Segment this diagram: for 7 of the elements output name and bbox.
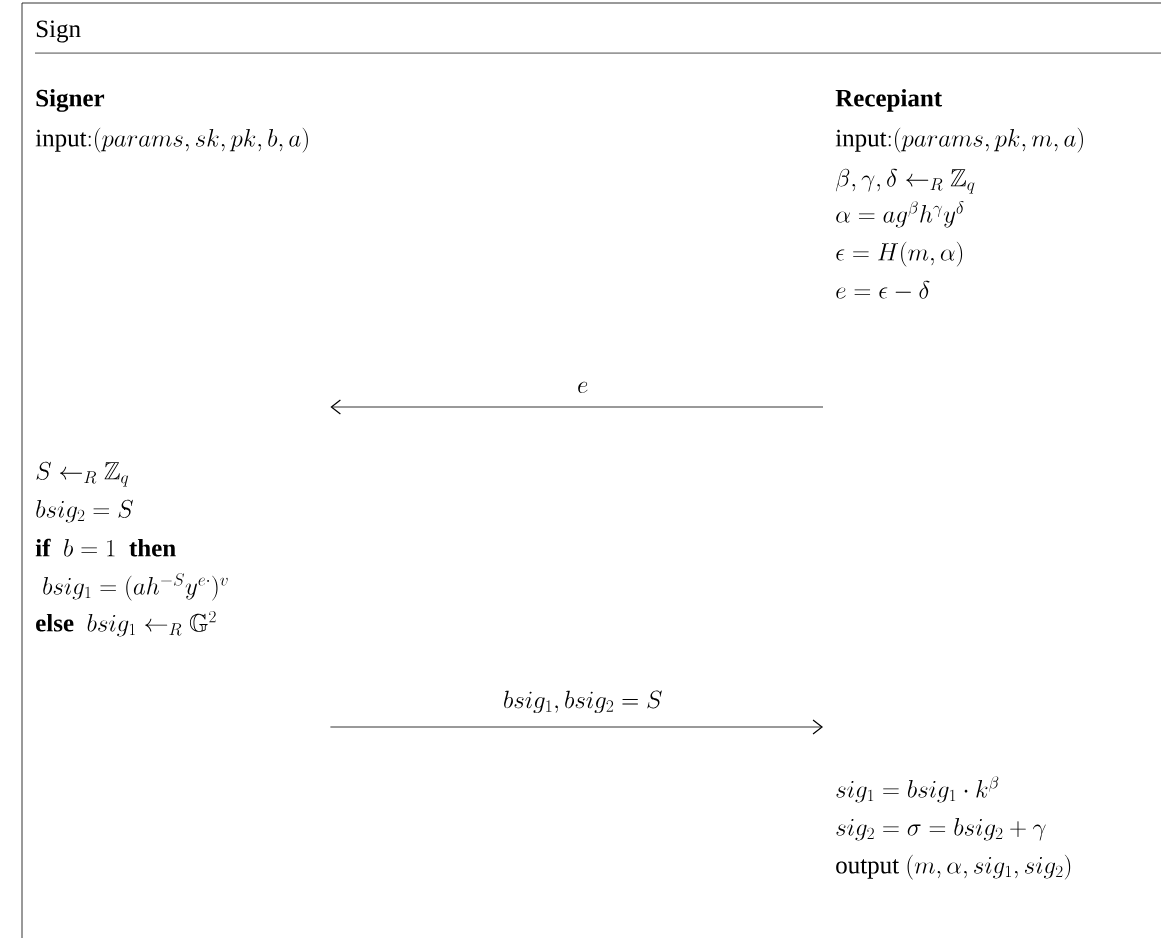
title: Sign — [36, 20, 81, 43]
edge-label: $bsig_1, bsig_2 = S$ — [500, 688, 665, 715]
text-column: Recepiant $\mathrm{input}{:}(params, pk, m, a)$ $\beta, \gamma, \delta \leftarrow_R \mathbb{Z}_q$ $\alpha = a g^{\beta} h^{\gamma} y^{\delta}$ $\epsilon = H(m, \alpha)$ $e = \epsilon - \delta$ $sig_1 = bsig_1 \cdot k^{\beta}$ $sig_2 = \sigma = bsig_2 + \gamma$ $\mathrm{output}\ (m, \alpha, sig_1, sig_2)$ — [835, 89, 1083, 880]
text-column: Signer $\mathrm{input}{:}(params, sk, pk, b, a)$ $S \leftarrow_R \mathbb{Z}_q$ $bsig_2 = S$ $\textbf{if}\ \ b = 1\ \ \textbf{then}$ $\;bsig_1 = (a h^{-S} y^{e\cdot})^{v}$ $\textbf{else}\ \ bsig_1 \leftarrow_R \mathbb{G}^2$ — [35, 89, 308, 637]
edge-label: $e$ — [575, 380, 591, 395]
arrow — [330, 719, 823, 735]
arrow — [330, 399, 824, 415]
